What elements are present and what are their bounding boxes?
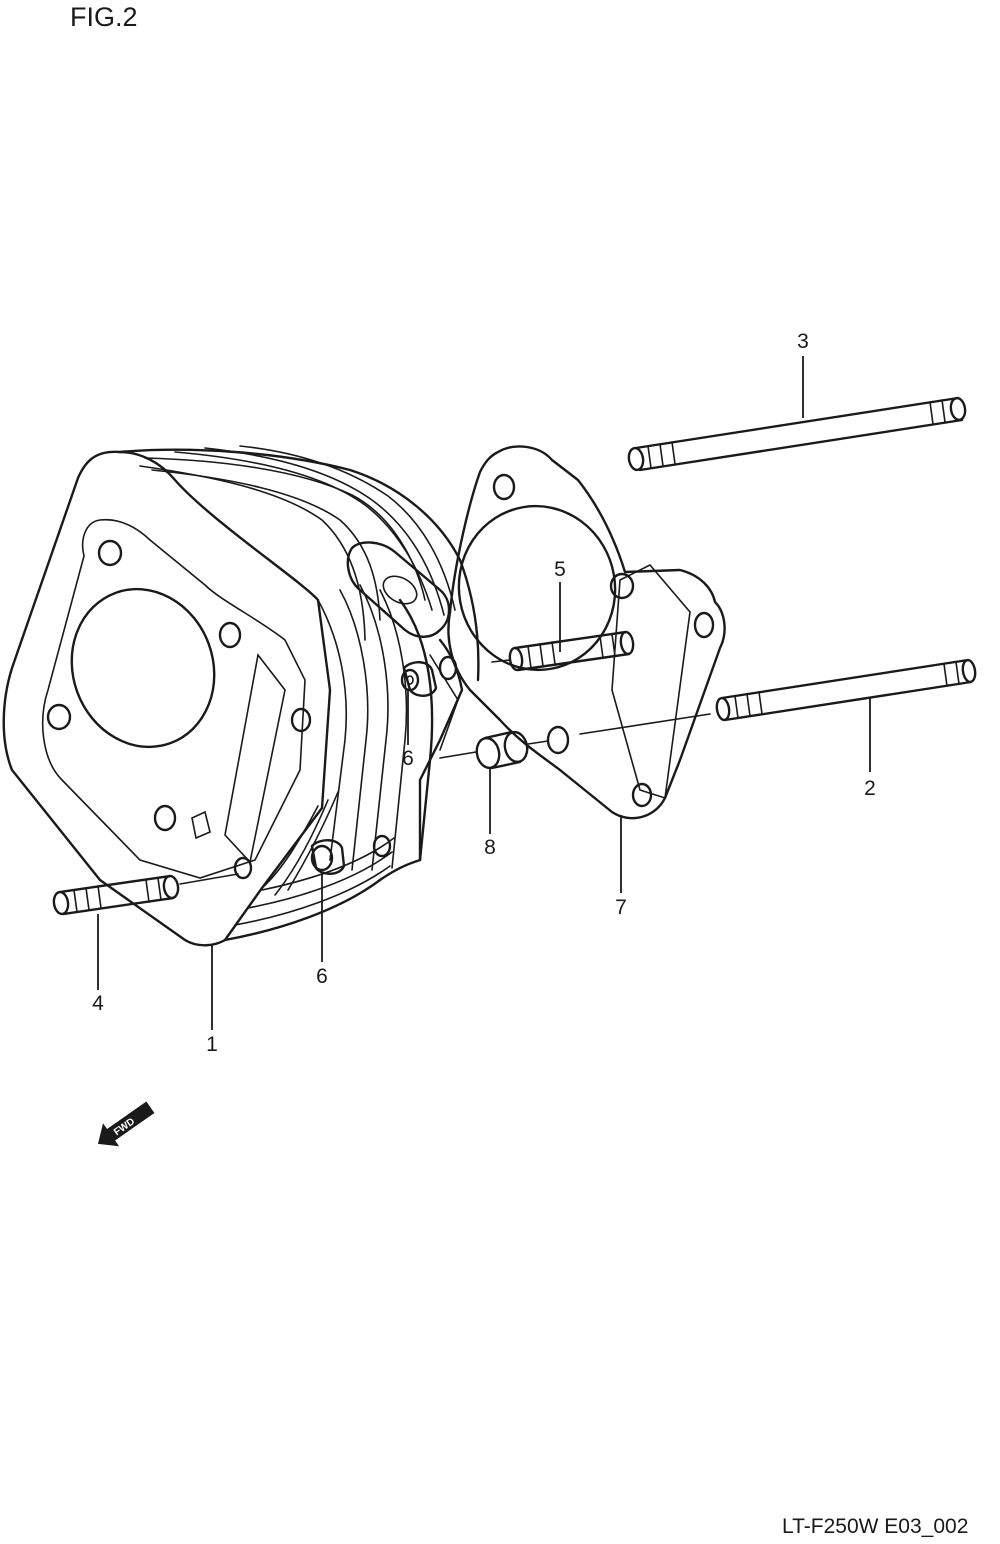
callout-5: 5 (554, 558, 566, 581)
callout-6-lower: 6 (316, 965, 328, 988)
leader-lines (97, 356, 871, 1030)
callout-7: 7 (615, 896, 627, 919)
callout-8: 8 (484, 836, 496, 859)
drawing-code: LT-F250W E03_002 (782, 1515, 969, 1538)
callout-4: 4 (92, 992, 104, 1015)
figure-title: FIG.2 (70, 2, 138, 32)
part-gasket (447, 445, 726, 820)
callout-6-upper: 6 (402, 747, 414, 770)
callout-2: 2 (864, 777, 876, 800)
callout-3: 3 (797, 330, 809, 353)
part-long-stud-upper (627, 396, 967, 472)
part-short-stud (491, 630, 635, 672)
fwd-arrow-icon: FWD (97, 1101, 155, 1147)
part-dowel-upper (400, 661, 438, 697)
part-pin (439, 730, 549, 770)
callout-1: 1 (206, 1033, 218, 1056)
part-front-stud (52, 873, 239, 916)
part-long-stud-lower (579, 658, 977, 735)
part-cylinder (2, 445, 480, 947)
part-dowel-lower (310, 839, 346, 875)
